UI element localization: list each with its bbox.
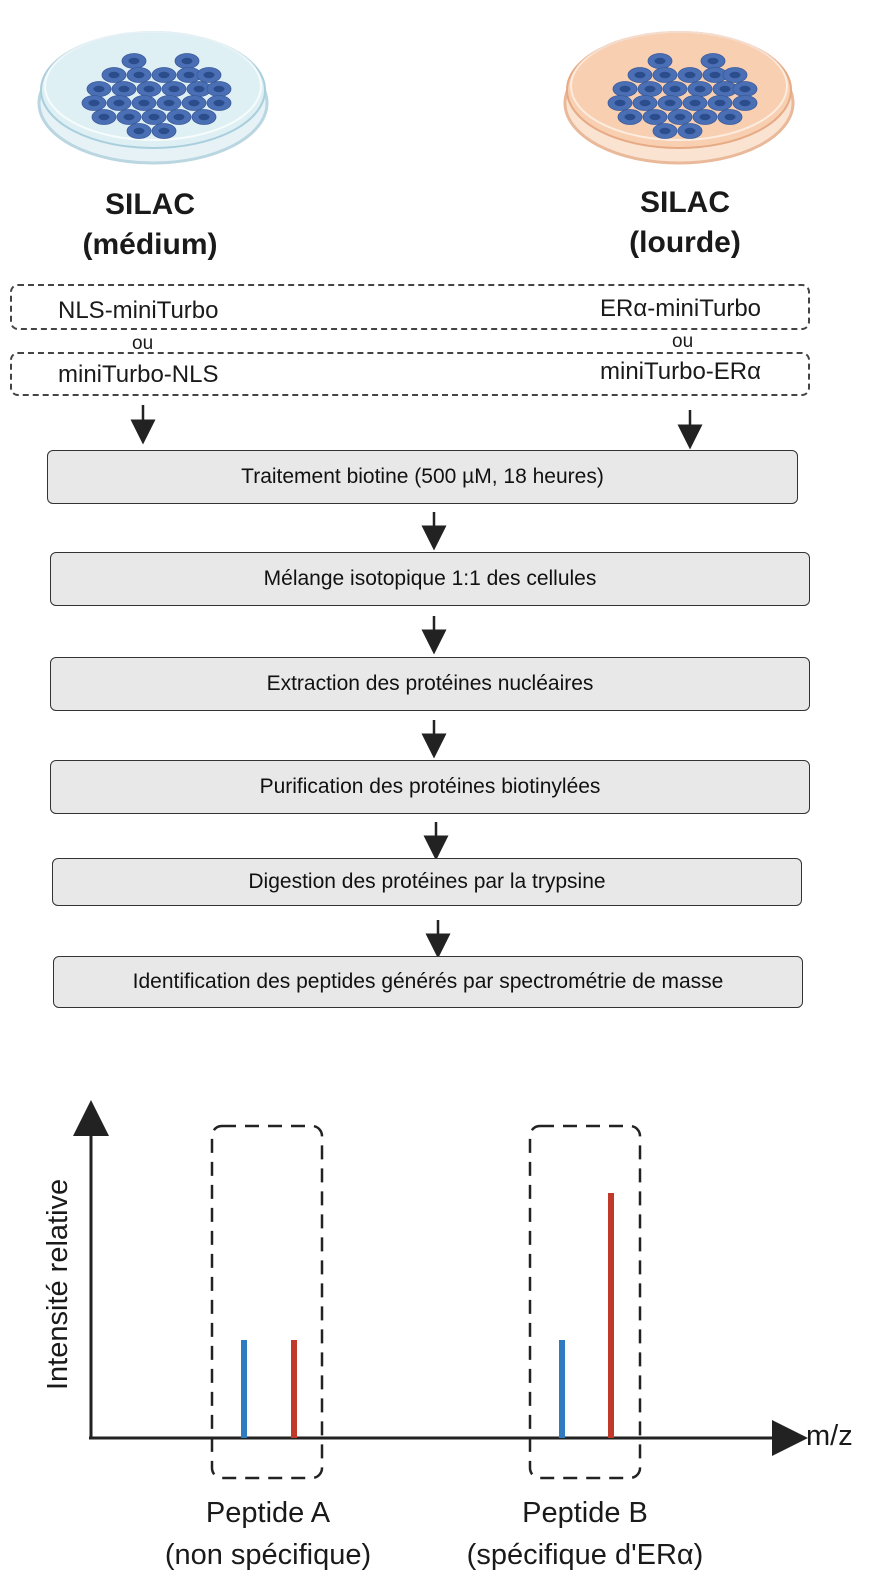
peptide-b-label: Peptide B (spécifique d'ERα) (460, 1492, 710, 1576)
cell-nucleus (739, 85, 751, 93)
cell-nucleus (133, 127, 145, 135)
cell-nucleus (694, 85, 706, 93)
spectrum-peak (291, 1340, 297, 1438)
cell-nucleus (203, 71, 215, 79)
spectrum-peak (608, 1193, 614, 1438)
cell-nucleus (724, 113, 736, 121)
construct-era-miniturbo: ERα-miniTurbo (600, 295, 762, 322)
or-label-left: ou (132, 333, 154, 354)
step-nuclear-extraction: Extraction des protéines nucléaires (50, 657, 810, 711)
silac-lourde-label: SILAC (lourde) (590, 183, 780, 263)
cell-nucleus (649, 113, 661, 121)
step-biotinylated-purification: Purification des protéines biotinylées (50, 760, 810, 814)
cell-nucleus (664, 99, 676, 107)
peptide-a-label: Peptide A (non spécifique) (148, 1492, 388, 1576)
cell-nucleus (659, 127, 671, 135)
cell-nucleus (689, 99, 701, 107)
cell-nucleus (669, 85, 681, 93)
cell-nucleus (699, 113, 711, 121)
peptide-b-description: (spécifique d'ERα) (466, 1539, 704, 1571)
cell-nucleus (198, 113, 210, 121)
cell-nucleus (213, 99, 225, 107)
petri-dish-lourde (563, 31, 795, 165)
cell-nucleus (719, 85, 731, 93)
cell-nucleus (98, 113, 110, 121)
cell-nucleus (614, 99, 626, 107)
cell-nucleus (138, 99, 150, 107)
flow-arrows (130, 405, 703, 959)
construct-box-top (10, 284, 810, 330)
cell-nucleus (181, 57, 193, 65)
cell-nucleus (163, 99, 175, 107)
step-trypsin-digestion: Digestion des protéines par la trypsine (52, 858, 802, 906)
cell-nucleus (118, 85, 130, 93)
silac-medium-title: SILAC (105, 188, 195, 221)
cell-nucleus (684, 71, 696, 79)
cell-nucleus (188, 99, 200, 107)
cell-nucleus (644, 85, 656, 93)
cell-nucleus (93, 85, 105, 93)
cell-nucleus (158, 127, 170, 135)
cell-nucleus (133, 71, 145, 79)
step-mass-spectrometry: Identification des peptides générés par … (53, 956, 803, 1008)
peptide-a-name: Peptide A (205, 1497, 331, 1529)
spectrum-chart (73, 1100, 808, 1480)
construct-box-bottom (10, 352, 810, 396)
peptide-b-name: Peptide B (522, 1497, 648, 1529)
cell-nucleus (659, 71, 671, 79)
cell-nucleus (158, 71, 170, 79)
cell-nucleus (193, 85, 205, 93)
cell-nucleus (173, 113, 185, 121)
cell-nucleus (707, 57, 719, 65)
cell-nucleus (654, 57, 666, 65)
cell-nucleus (168, 85, 180, 93)
cell-nucleus (714, 99, 726, 107)
spectrum-peak (241, 1340, 247, 1438)
cell-nucleus (739, 99, 751, 107)
cell-nucleus (213, 85, 225, 93)
peptide-a-description: (non spécifique) (164, 1539, 372, 1571)
petri-dish-medium (37, 31, 269, 165)
cell-nucleus (183, 71, 195, 79)
cell-nucleus (634, 71, 646, 79)
cell-nucleus (113, 99, 125, 107)
peptide-b-group-box (528, 1124, 642, 1480)
cell-nucleus (674, 113, 686, 121)
cell-nucleus (684, 127, 696, 135)
cell-nucleus (108, 71, 120, 79)
cell-nucleus (624, 113, 636, 121)
construct-miniturbo-nls: miniTurbo-NLS (58, 361, 219, 388)
construct-miniturbo-era: miniTurbo-ERα (600, 358, 762, 385)
cell-nucleus (88, 99, 100, 107)
step-biotin-treatment: Traitement biotine (500 µM, 18 heures) (47, 450, 798, 504)
silac-lourde-title: SILAC (640, 186, 730, 219)
construct-nls-miniturbo: NLS-miniTurbo (58, 297, 219, 324)
cell-nucleus (123, 113, 135, 121)
silac-lourde-subtitle: (lourde) (629, 226, 741, 259)
cell-nucleus (128, 57, 140, 65)
silac-medium-subtitle: (médium) (82, 228, 218, 261)
cell-nucleus (148, 113, 160, 121)
y-axis-label: Intensité relative (42, 1178, 74, 1390)
cell-nucleus (143, 85, 155, 93)
step-isotopic-mix: Mélange isotopique 1:1 des cellules (50, 552, 810, 606)
or-label-right: ou (672, 331, 694, 352)
cell-nucleus (639, 99, 651, 107)
cell-nucleus (709, 71, 721, 79)
cell-nucleus (619, 85, 631, 93)
cell-nucleus (729, 71, 741, 79)
silac-medium-label: SILAC (médium) (55, 185, 245, 265)
spectrum-peak (559, 1340, 565, 1438)
x-axis-label: m/z (806, 1420, 853, 1452)
peptide-a-group-box (210, 1124, 324, 1480)
